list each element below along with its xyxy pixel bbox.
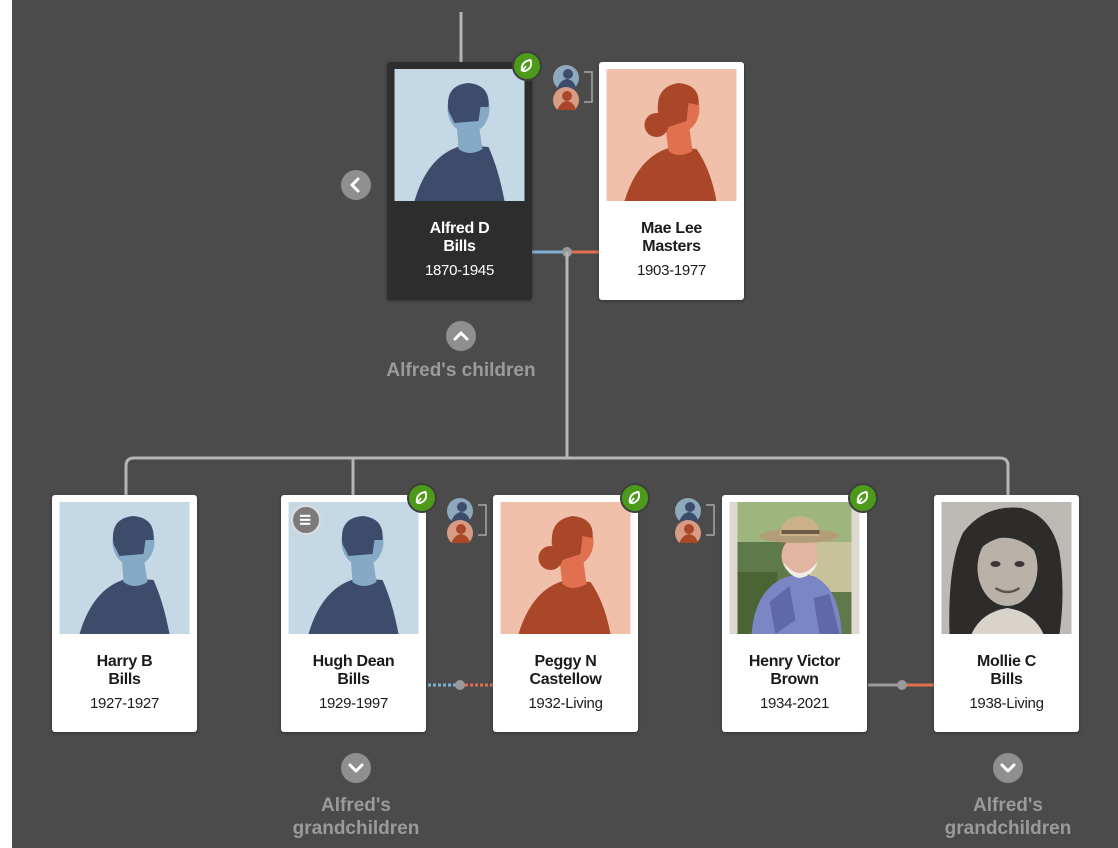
grandchildren-label-right-line1[interactable]: Alfred's bbox=[973, 795, 1043, 816]
children-bar bbox=[124, 456, 1010, 495]
male-silhouette-icon bbox=[394, 69, 525, 201]
person-dates: 1929-1997 bbox=[318, 695, 389, 712]
person-photo bbox=[729, 502, 860, 634]
female-avatar bbox=[500, 502, 631, 634]
expand-grandchildren-button-left[interactable] bbox=[341, 753, 371, 783]
person-card-mae-lee[interactable]: Mae Lee Masters 1903-1977 bbox=[599, 62, 744, 300]
female-avatar bbox=[606, 69, 737, 201]
chevron-down-icon bbox=[1000, 763, 1016, 773]
grandchildren-label-left-line1[interactable]: Alfred's bbox=[321, 795, 391, 816]
parents-toggle-mae[interactable] bbox=[548, 62, 594, 110]
hint-badge-peggy[interactable] bbox=[620, 483, 650, 513]
male-avatar bbox=[59, 502, 190, 634]
chevron-up-icon bbox=[453, 331, 469, 341]
parents-icon bbox=[675, 498, 715, 543]
chevron-down-icon bbox=[348, 763, 364, 773]
female-silhouette-icon bbox=[500, 502, 631, 634]
children-toggle-label[interactable]: Alfred's children bbox=[386, 360, 536, 381]
parents-icon bbox=[447, 498, 487, 543]
person-photo bbox=[941, 502, 1072, 634]
person-card-alfred[interactable]: Alfred D Bills 1870-1945 bbox=[387, 62, 532, 300]
person-dates: 1903-1977 bbox=[636, 262, 707, 279]
person-name-line2: Bills bbox=[337, 671, 370, 688]
person-name-line1: Alfred D bbox=[429, 220, 490, 237]
person-card-hugh[interactable]: Hugh Dean Bills 1929-1997 bbox=[281, 495, 426, 732]
leaf-hint-icon bbox=[856, 490, 869, 505]
person-name-line1: Hugh Dean bbox=[312, 653, 395, 670]
hint-badge-alfred[interactable] bbox=[512, 51, 542, 81]
female-silhouette-icon bbox=[606, 69, 737, 201]
grandchildren-label-left-line2[interactable]: grandchildren bbox=[292, 818, 420, 839]
hint-badge-henry[interactable] bbox=[848, 483, 878, 513]
woman-portrait-photo bbox=[941, 502, 1072, 634]
person-name-line1: Mollie C bbox=[977, 653, 1036, 670]
person-card-harry[interactable]: Harry B Bills 1927-1927 bbox=[52, 495, 197, 732]
person-name-line1: Mae Lee bbox=[640, 220, 703, 237]
expand-grandchildren-button-right[interactable] bbox=[993, 753, 1023, 783]
person-name-line2: Bills bbox=[990, 671, 1023, 688]
left-panel-edge bbox=[0, 0, 12, 848]
person-card-peggy[interactable]: Peggy N Castellow 1932-Living bbox=[493, 495, 638, 732]
collapse-children-button[interactable] bbox=[446, 321, 476, 351]
grandchildren-label-right-line2[interactable]: grandchildren bbox=[944, 818, 1072, 839]
list-menu-icon bbox=[299, 514, 311, 525]
union-dot-hugh-peggy bbox=[455, 680, 465, 690]
person-dates: 1934-2021 bbox=[759, 695, 830, 712]
parents-icon bbox=[553, 65, 593, 110]
man-with-hat-photo bbox=[729, 502, 860, 634]
person-name-line2: Castellow bbox=[529, 671, 602, 688]
parents-toggle-henry[interactable] bbox=[670, 495, 716, 543]
person-name-line1: Harry B bbox=[96, 653, 153, 670]
person-dates: 1938-Living bbox=[969, 695, 1044, 712]
male-silhouette-icon bbox=[59, 502, 190, 634]
chevron-left-icon bbox=[350, 177, 360, 193]
person-card-mollie[interactable]: Mollie C Bills 1938-Living bbox=[934, 495, 1079, 732]
person-name-line1: Peggy N bbox=[534, 653, 597, 670]
previous-generation-button[interactable] bbox=[341, 170, 371, 200]
leaf-hint-icon bbox=[520, 58, 533, 73]
person-name-line2: Masters bbox=[642, 238, 701, 255]
person-name-line2: Bills bbox=[443, 238, 476, 255]
person-dates: 1932-Living bbox=[528, 695, 603, 712]
leaf-hint-icon bbox=[628, 490, 641, 505]
person-name-line2: Brown bbox=[770, 671, 819, 688]
person-card-henry[interactable]: Henry Victor Brown 1934-2021 bbox=[722, 495, 867, 732]
person-dates: 1870-1945 bbox=[424, 262, 495, 279]
union-dot-henry-mollie bbox=[897, 680, 907, 690]
parents-toggle-peggy[interactable] bbox=[442, 495, 488, 543]
person-name-line2: Bills bbox=[108, 671, 141, 688]
menu-badge-hugh[interactable] bbox=[291, 505, 321, 535]
hint-badge-hugh[interactable] bbox=[407, 483, 437, 513]
leaf-hint-icon bbox=[415, 490, 428, 505]
person-dates: 1927-1927 bbox=[89, 695, 160, 712]
male-avatar bbox=[394, 69, 525, 201]
person-name-line1: Henry Victor bbox=[748, 653, 841, 670]
